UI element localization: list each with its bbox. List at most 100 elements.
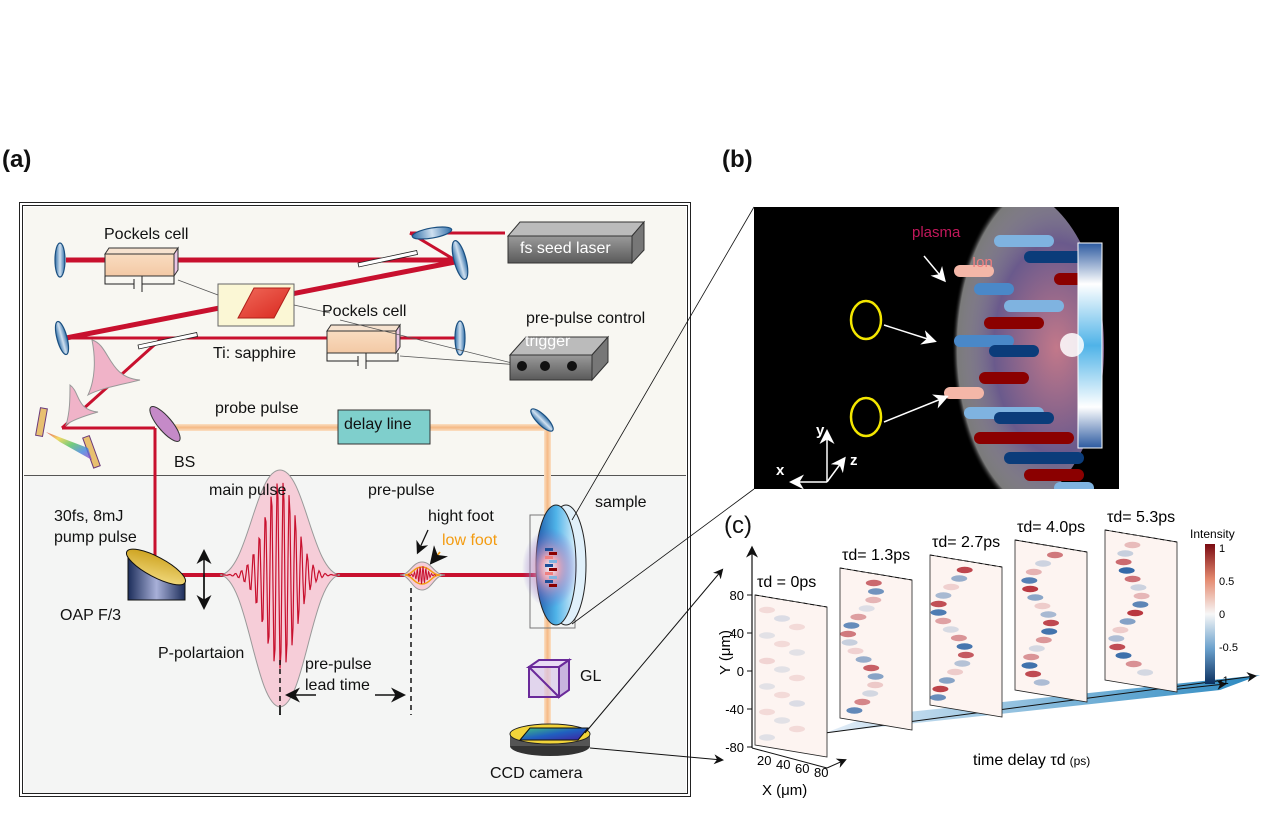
frame-2: τd= 2.7ps — [929, 534, 1003, 718]
gl-label: GL — [580, 668, 602, 685]
intensity-blob — [1115, 652, 1132, 659]
intensity-blob — [930, 600, 947, 608]
intensity-blob — [1027, 594, 1044, 601]
intensity-blob — [1035, 560, 1052, 567]
intensity-blob — [847, 647, 864, 655]
vortex-illustration-svg: plasma Ion y x z — [776, 207, 1104, 489]
intensity-blob — [1130, 584, 1147, 591]
ion-label: Ion — [972, 254, 993, 271]
intensity-blob — [840, 630, 857, 638]
vortex-mark — [545, 548, 553, 551]
sample-label: sample — [595, 494, 647, 511]
x-axis-title: X (μm) — [762, 782, 807, 799]
stretched-pulse-shape — [86, 339, 141, 397]
lead-time-label-line2: lead time — [305, 677, 370, 694]
frame-1: τd= 1.3ps — [839, 547, 913, 731]
intensity-blob — [862, 690, 879, 697]
ion-band — [979, 372, 1029, 384]
sample-target — [522, 504, 587, 629]
intensity-blob — [947, 668, 964, 676]
colorbar-tick-label: 0 — [1219, 609, 1225, 621]
intensity-blob — [858, 605, 875, 612]
intensity-blob — [774, 691, 790, 699]
fs-seed-laser — [506, 220, 646, 265]
intensity-blob — [950, 634, 967, 642]
pockels-cell-1-label: Pockels cell — [104, 226, 189, 243]
intensity-blob — [938, 677, 955, 684]
x-tick-label: 80 — [814, 765, 828, 780]
oap-mirror-icon — [125, 548, 187, 601]
intensity-blob — [868, 588, 884, 595]
frame-3: τd= 4.0ps — [1014, 519, 1088, 703]
zoom-connector-line — [571, 488, 755, 625]
intensity-blob — [1115, 558, 1132, 566]
z-axis-arrow — [826, 456, 846, 483]
intensity-blob — [1132, 601, 1149, 608]
orbit-icon — [849, 396, 883, 438]
intensity-blob — [1040, 611, 1057, 618]
pre-pulse-control-label: pre-pulse control — [526, 310, 646, 327]
main-pulse-label: main pulse — [209, 482, 287, 499]
pump-pulse-spec-label: 30fs, 8mJ — [54, 508, 124, 525]
pump-pulse-label: pump pulse — [54, 529, 137, 546]
x-tick-label: 60 — [795, 761, 809, 776]
panel-b-label: (b) — [722, 146, 753, 173]
intensity-blob — [1124, 541, 1141, 549]
stretched-pulse-shape — [65, 384, 99, 427]
vortex-mark — [545, 580, 553, 583]
vortex-mark — [549, 576, 557, 579]
colorbar-tick-label: -1 — [1219, 675, 1229, 687]
intensity-blob — [1124, 575, 1141, 583]
lead-time-label-line1: pre-pulse — [305, 656, 372, 673]
intensity-blob — [759, 632, 775, 639]
intensity-blob — [1112, 626, 1129, 634]
intensity-blob — [1021, 577, 1038, 584]
polarization-label: P-polartaion — [158, 645, 245, 662]
x-tick-label: 40 — [776, 757, 790, 772]
ccd-to-axis-arrow — [589, 747, 724, 765]
pre-pulse-control-box — [508, 335, 610, 382]
intensity-blob — [1022, 585, 1039, 593]
orbit-icon — [849, 299, 883, 341]
vortex-mark — [549, 584, 557, 587]
vortex-mark — [545, 572, 553, 575]
x-axis-label: x — [776, 462, 785, 479]
ion-band — [989, 345, 1039, 357]
frame-label: τd= 4.0ps — [1017, 519, 1085, 536]
intensity-blob — [789, 725, 805, 733]
y-axis-label: y — [816, 422, 825, 439]
frame-label: τd = 0ps — [757, 574, 816, 591]
intensity-blob — [759, 683, 775, 690]
zoom-connector-line — [571, 206, 755, 521]
ion-band — [1024, 469, 1084, 481]
intensity-blob — [1125, 660, 1142, 668]
intensity-blob — [865, 596, 882, 604]
plasma-label: plasma — [912, 224, 961, 241]
glan-laser-polarizer — [525, 658, 573, 699]
intensity-blob — [957, 651, 974, 659]
frame-4: τd= 5.3ps — [1104, 509, 1178, 693]
intensity-blob — [942, 626, 959, 633]
intensity-blob — [867, 673, 884, 680]
mirror-icon — [54, 226, 554, 432]
intensity-blob — [867, 681, 884, 689]
pockels-cell-1 — [104, 246, 179, 292]
ion-band — [974, 432, 1074, 444]
time-axis-title-text: time delay τd — [973, 752, 1066, 769]
intensity-blob — [956, 643, 973, 650]
frame-plane — [839, 567, 913, 731]
ti-sapphire-crystal — [237, 287, 291, 319]
time-axis-title: time delay τd(ps) — [973, 752, 1090, 769]
ion-band — [994, 235, 1054, 247]
colorbar-tick-label: 0.5 — [1219, 576, 1234, 588]
floor-axis-arrow — [1169, 679, 1227, 691]
intensity-blob — [1109, 643, 1126, 651]
pre-pulse-oscillation — [407, 566, 436, 584]
fs-seed-laser-label: fs seed laser — [520, 240, 611, 257]
y-axis-title: Y (μm) — [717, 630, 734, 675]
ion-band — [974, 283, 1014, 295]
ion-band — [954, 265, 994, 277]
ccd-camera-label: CCD camera — [490, 765, 583, 782]
ion-band — [984, 317, 1044, 329]
